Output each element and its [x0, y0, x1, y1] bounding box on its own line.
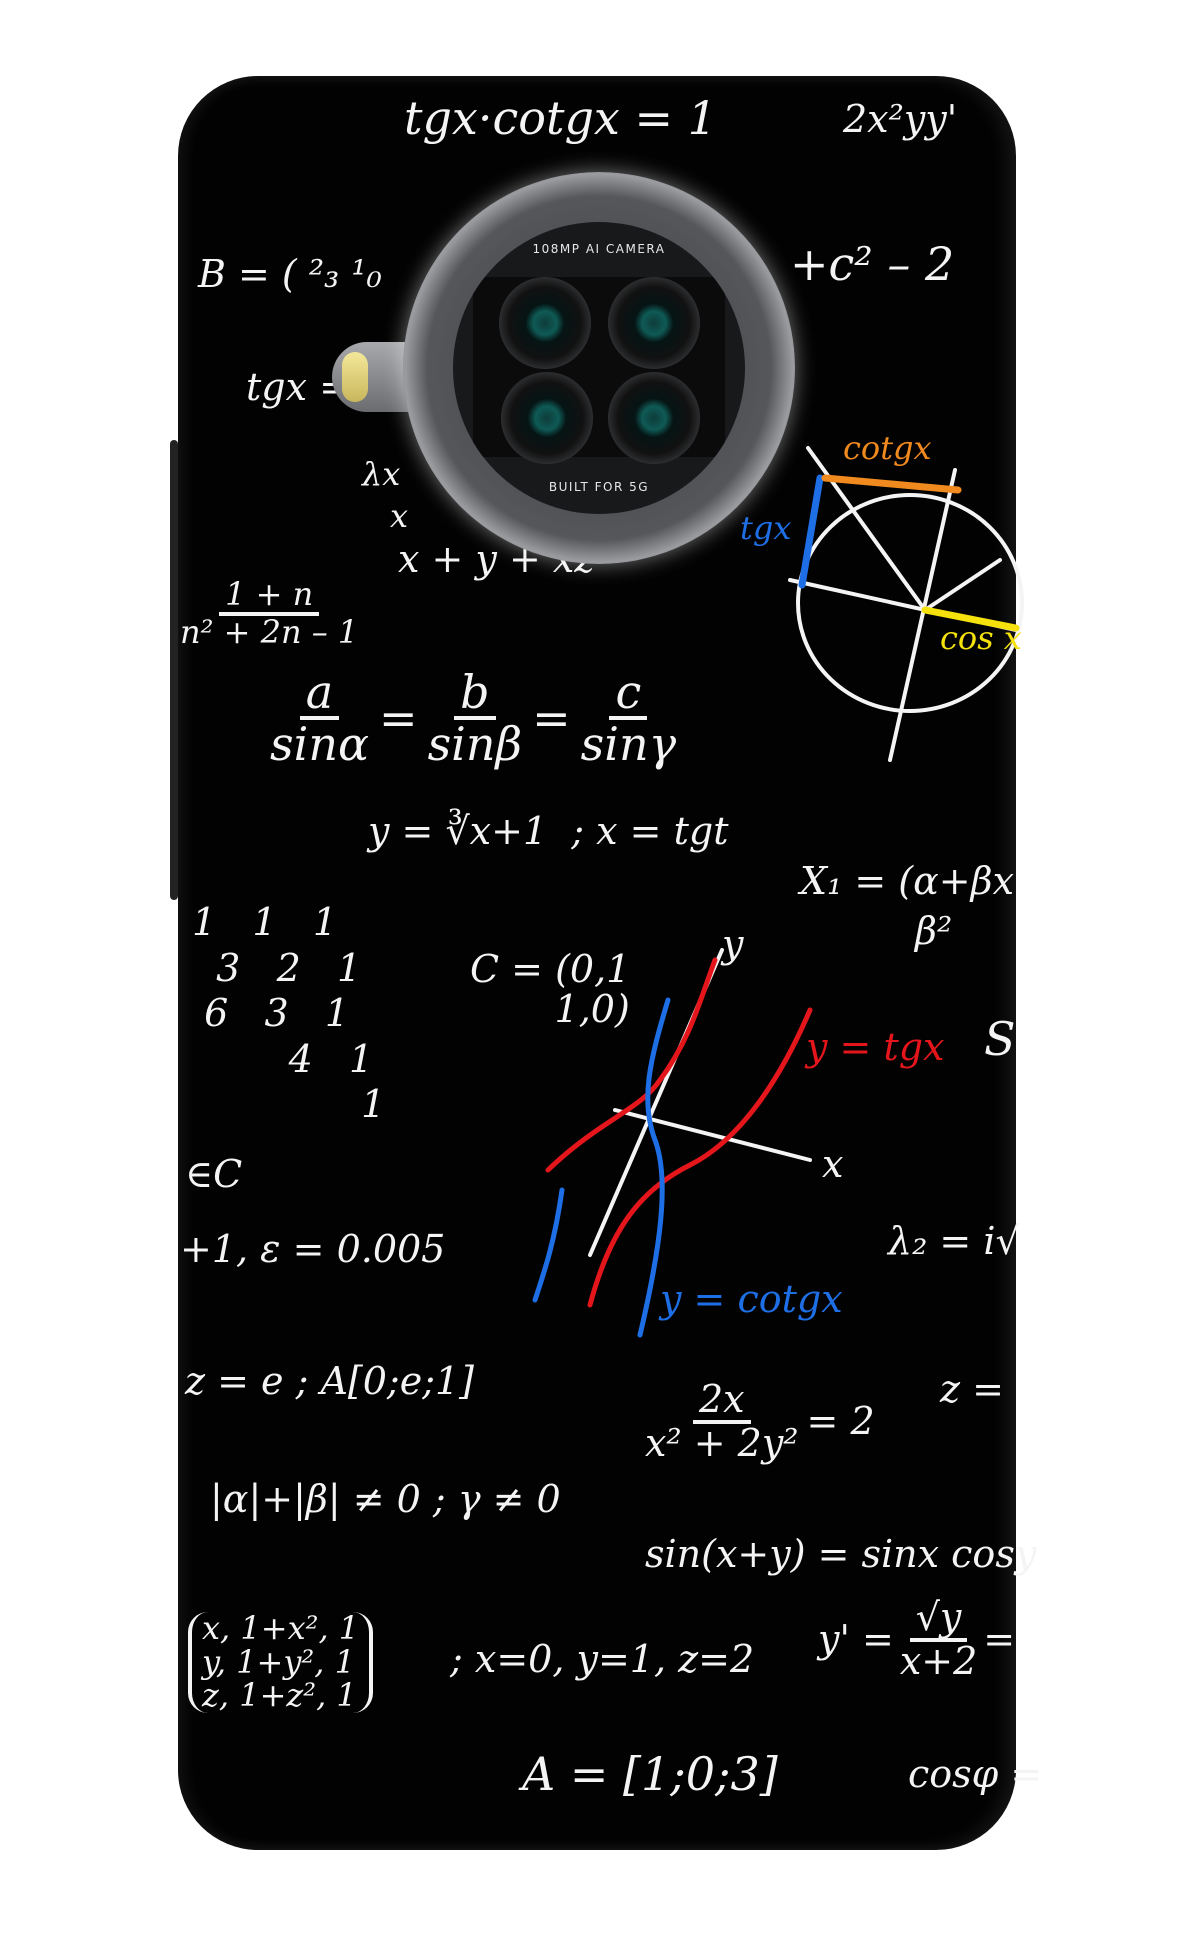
formula-xyz-values: ; x=0, y=1, z=2 — [450, 1637, 755, 1681]
formula-c-squared: +c² – 2 — [790, 237, 955, 291]
camera-lens-4 — [608, 372, 700, 464]
yprime-lhs: y' = — [818, 1616, 894, 1661]
yprime-den: x+2 — [899, 1638, 978, 1683]
case-side-edge — [170, 440, 178, 900]
camera-lens-main — [499, 277, 591, 369]
label-cotgx: cotgx — [843, 429, 932, 467]
n-numerator: 1 + n — [219, 577, 320, 616]
cotgx-segment — [821, 474, 962, 494]
formula-cube-root: y = ∛x+1 ; x = tgt — [368, 809, 729, 853]
n-denominator: n² + 2n – 1 — [180, 612, 359, 651]
equals: = — [532, 691, 571, 746]
unit-circle-diagram — [788, 446, 1024, 762]
formula-n-fraction: 1 + n n² + 2n – 1 — [180, 577, 359, 651]
sine-c-den: sinγ — [580, 717, 677, 772]
formula-z-e: z = e ; A[0;e;1] — [185, 1359, 475, 1403]
formula-x1-den: β² — [915, 909, 953, 953]
formula-lambda2: λ₂ = i√ — [888, 1219, 1020, 1263]
sine-b-den: sinβ — [427, 717, 523, 772]
circle-vertical-axis — [888, 468, 957, 762]
formula-top-right: 2x²yy' — [843, 97, 958, 141]
unit-circle — [796, 493, 1024, 713]
flash-icon — [342, 352, 368, 402]
formula-z-eq: z = — [940, 1367, 1004, 1411]
label-tgx: tgx — [740, 509, 792, 547]
cosx-segment — [921, 606, 1020, 632]
formula-a-vector: A = [1;0;3] — [522, 1747, 778, 1801]
label-cosx: cos x — [940, 619, 1022, 657]
sine-a-den: sinα — [270, 717, 370, 772]
cotgx-curve-2 — [532, 1187, 565, 1303]
tgx-curve-1 — [545, 957, 718, 1173]
tgx-segment — [798, 474, 824, 589]
tgx-curve-2 — [587, 1007, 813, 1308]
label-axis-x: x — [822, 1142, 844, 1186]
formula-abs: |α|+|β| ≠ 0 ; γ ≠ 0 — [210, 1477, 561, 1521]
frac2-equals: = 2 — [806, 1398, 875, 1443]
frac2-den: x² + 2y² — [645, 1420, 799, 1465]
sine-a-num: a — [299, 668, 340, 721]
yprime-equals: = — [983, 1616, 1016, 1661]
formula-epsilon: +1, ε = 0.005 — [180, 1227, 446, 1271]
formula-s: S — [984, 1012, 1016, 1066]
formula-lambda-x: λx — [362, 455, 401, 493]
camera-lens-3 — [501, 372, 593, 464]
function-graph — [532, 948, 813, 1338]
formula-c-matrix: C = (0,1 1,0) — [470, 947, 631, 1031]
label-y-cotgx: y = cotgx — [660, 1277, 843, 1321]
yprime-num: √y — [909, 1597, 968, 1642]
formula-sin-sum: sin(x+y) = sinx cosy — [645, 1532, 1037, 1576]
formula-tg-cotg: tgx·cotgx = 1 — [404, 91, 717, 145]
circle-diagonal — [806, 446, 927, 612]
formula-x1: X₁ = (α+βx — [800, 859, 1015, 903]
formula-in-c: ∈C — [185, 1152, 243, 1196]
label-y-tgx: y = tgx — [806, 1025, 945, 1069]
formula-big-matrix: x, 1+x², 1 y, 1+y², 1 z, 1+z², 1 — [188, 1611, 374, 1713]
formula-cosphi: cosφ = — [908, 1752, 1043, 1796]
camera-module: 108MP AI CAMERA BUILT FOR 5G — [403, 172, 795, 564]
cotgx-curve-1 — [637, 997, 671, 1338]
equals: = — [379, 691, 418, 746]
frac2-num: 2x — [692, 1379, 751, 1424]
camera-bottom-text: BUILT FOR 5G — [548, 480, 650, 494]
formula-x: x — [390, 497, 409, 535]
label-axis-y: y — [722, 922, 744, 966]
sine-c-num: c — [609, 668, 648, 721]
circle-radius — [923, 558, 1002, 612]
formula-b-matrix: B = ( ²₃ ¹₀ — [198, 252, 382, 296]
camera-inner: 108MP AI CAMERA BUILT FOR 5G — [453, 222, 745, 514]
formula-number-triangle: 1 1 1 3 2 1 6 3 1 4 1 1 — [192, 900, 386, 1127]
camera-lens-2 — [608, 277, 700, 369]
camera-top-text: 108MP AI CAMERA — [532, 242, 666, 256]
sine-b-num: b — [454, 668, 496, 721]
